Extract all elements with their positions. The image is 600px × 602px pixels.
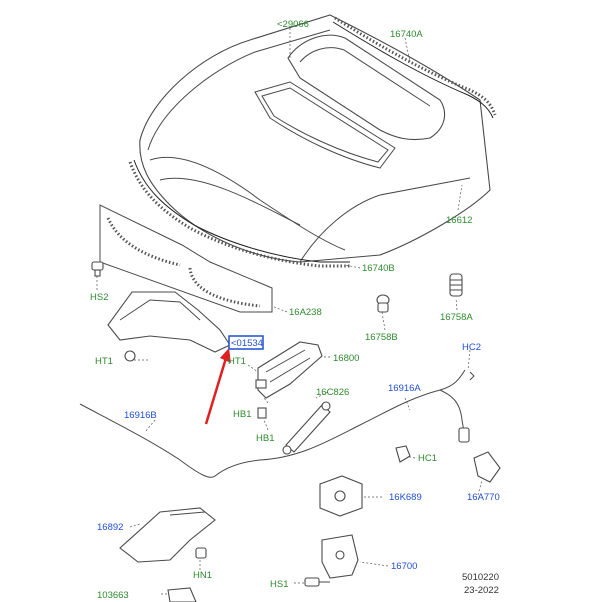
label-HS1: HS1 [270, 579, 288, 590]
bumper-stop-16758B [376, 294, 390, 313]
clip-hc1 [395, 445, 411, 463]
seal-16A238-box [99, 204, 273, 313]
label-103663: 103663 [97, 590, 129, 601]
label-HS2: HS2 [90, 292, 108, 303]
hood-latch-16700 [321, 534, 359, 579]
seal-16740B [128, 159, 350, 268]
label-16892: 16892 [97, 522, 123, 533]
latch-bracket-16K689 [319, 475, 363, 517]
gas-strut-16C826 [282, 401, 331, 455]
bumper-stop-16758A [449, 273, 463, 297]
label-HT1-left: HT1 [95, 356, 113, 367]
label-16A770: 16A770 [467, 492, 500, 503]
nut-hn1 [195, 547, 207, 559]
screw-hs1 [304, 577, 330, 587]
clip-hs2 [91, 261, 104, 277]
footer-code: 5010220 [462, 572, 499, 583]
support-bracket-16892 [119, 507, 216, 563]
label-16758A: 16758A [440, 312, 473, 323]
label-16A238: 16A238 [289, 307, 322, 318]
label-HT1-right: HT1 [228, 356, 246, 367]
seal-16740A [332, 16, 497, 119]
release-cable-16916A [439, 371, 475, 443]
label-16916B: 16916B [124, 410, 157, 421]
release-cable-16916B [79, 369, 466, 478]
label-16916A: 16916A [388, 383, 421, 394]
hood-hinge-16800 [255, 341, 323, 419]
label-16800: 16800 [333, 353, 359, 364]
label-16612: 16612 [446, 215, 472, 226]
label-01534: <01534 [231, 338, 263, 349]
label-16740A: 16740A [390, 29, 423, 40]
part-labels: <29066 16740A 16612 16740B HS2 16A238 16… [90, 19, 500, 601]
label-16740B: 16740B [362, 263, 395, 274]
highlight-box-01534 [228, 335, 264, 350]
label-HC2: HC2 [462, 342, 481, 353]
label-16K689: 16K689 [389, 492, 422, 503]
footer-date: 23-2022 [464, 585, 499, 596]
label-16700: 16700 [391, 561, 417, 572]
label-HN1: HN1 [193, 570, 212, 581]
label-HB1-lower: HB1 [256, 433, 274, 444]
label-16758B: 16758B [365, 332, 398, 343]
part-103663 [167, 587, 197, 602]
label-16C826: 16C826 [316, 387, 349, 398]
label-29066: <29066 [277, 19, 309, 30]
red-pointer-arrow [204, 348, 231, 425]
hood-scoop-panel [287, 34, 446, 141]
label-HB1-upper: HB1 [233, 409, 251, 420]
release-handle-16A770 [473, 451, 501, 483]
label-HC1: HC1 [418, 453, 437, 464]
